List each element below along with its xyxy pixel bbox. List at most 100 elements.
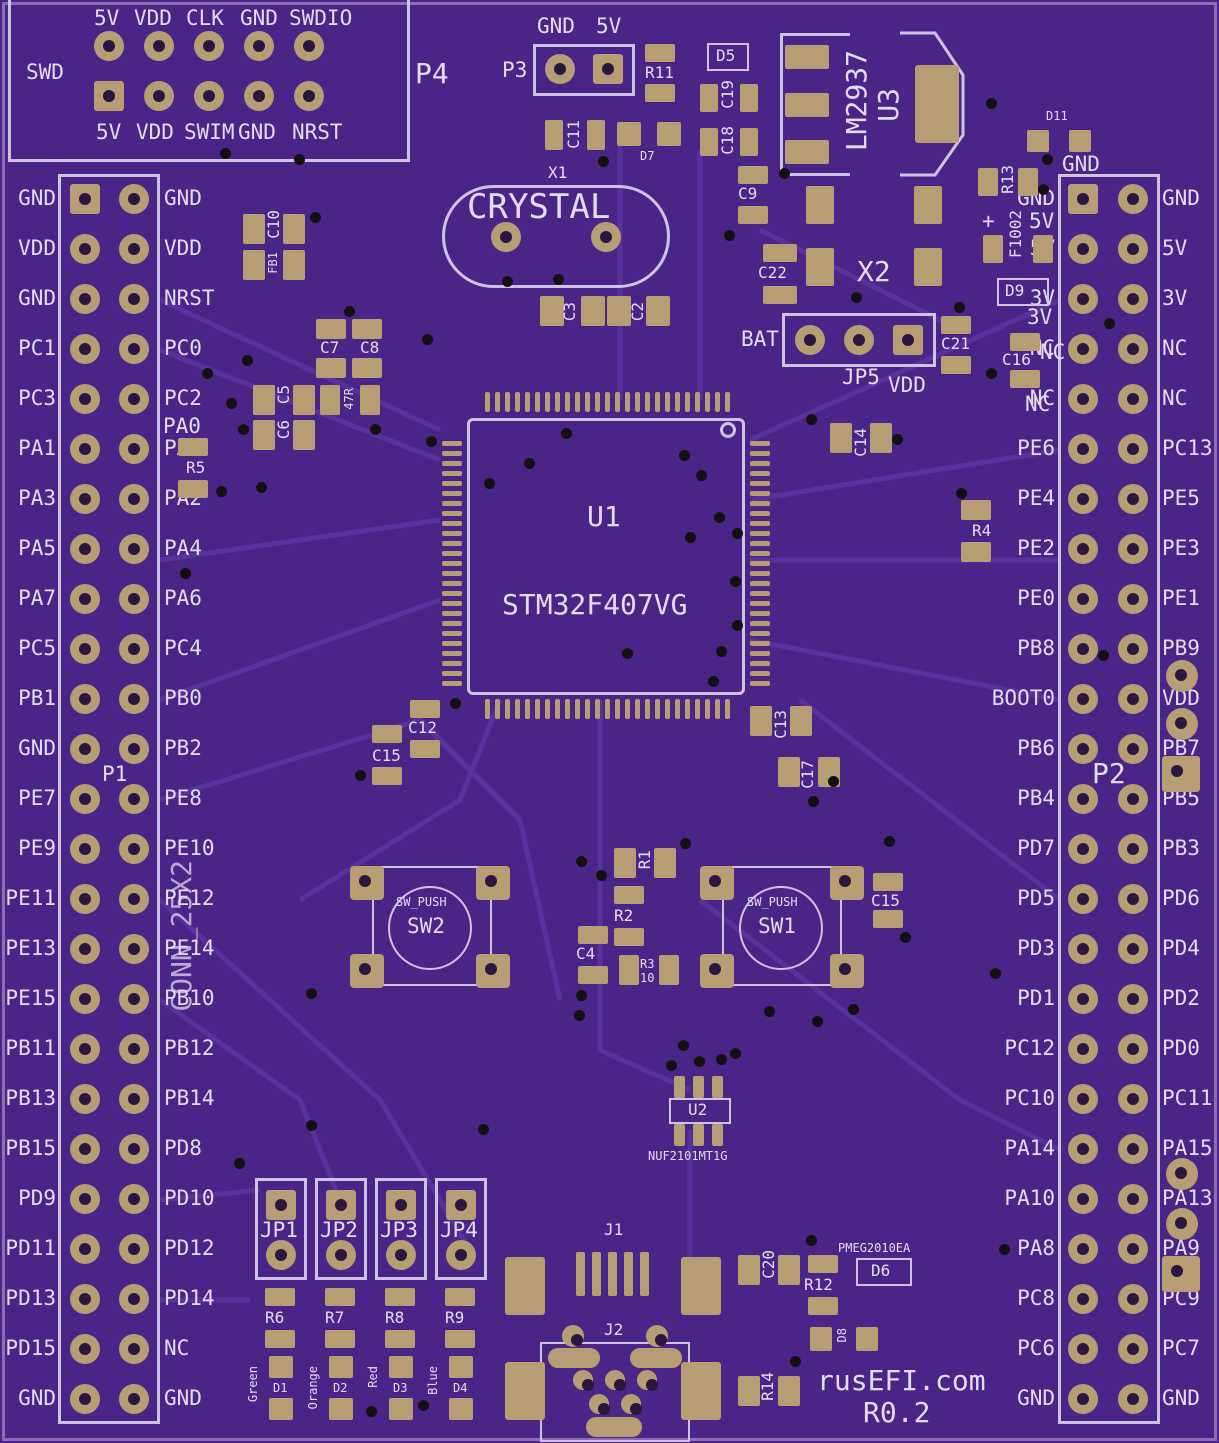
c5-label: C5	[274, 385, 293, 405]
jumper-pin[interactable]	[386, 1190, 416, 1220]
mcu-pin	[645, 699, 650, 719]
swd-pin	[294, 31, 324, 61]
via	[1038, 184, 1049, 195]
c6-label: C6	[274, 420, 293, 440]
mcu-pin	[615, 392, 620, 412]
p2-left-pin-label: PE4	[1017, 486, 1055, 510]
p2-pin	[1068, 734, 1098, 764]
jumper-pin[interactable]	[266, 1190, 296, 1220]
sw1-pad[interactable]	[700, 866, 734, 900]
sw2-button[interactable]	[388, 886, 472, 970]
p2-pin	[1068, 384, 1098, 414]
mcu-pin	[515, 699, 520, 719]
p1-pin	[119, 634, 149, 664]
mcu-pin	[665, 699, 670, 719]
resistor-pad	[385, 1330, 415, 1348]
x2-pad	[914, 186, 942, 224]
sw2-pad[interactable]	[476, 866, 510, 900]
jumper-pin[interactable]	[266, 1240, 296, 1270]
r11-label: R11	[645, 63, 674, 82]
mcu-pin	[665, 392, 670, 412]
component-pad	[178, 438, 208, 456]
r4-label: R4	[972, 521, 992, 540]
mcu-pin	[585, 392, 590, 412]
r2-label: R2	[614, 906, 634, 925]
via	[851, 292, 862, 303]
component-pad	[740, 128, 758, 156]
regulator-pin	[785, 140, 829, 164]
via	[238, 424, 249, 435]
via	[202, 368, 213, 379]
d6-ref: D6	[871, 1261, 891, 1280]
sw1-button[interactable]	[739, 886, 823, 970]
crystal-outline	[442, 185, 670, 288]
component-pad	[607, 296, 631, 326]
sw1-pad[interactable]	[830, 866, 864, 900]
r5-label: R5	[186, 458, 206, 477]
mcu-pin	[605, 392, 610, 412]
p1-left-pin-label: PA1	[18, 436, 56, 460]
regulator-ref: U3	[872, 88, 905, 122]
led-resistor-label: R6	[265, 1308, 285, 1327]
jumper-pin[interactable]	[446, 1190, 476, 1220]
p1-left-pin-label: PD13	[5, 1286, 56, 1310]
via	[828, 776, 839, 787]
jumper-pin[interactable]	[326, 1190, 356, 1220]
jumper-pin[interactable]	[446, 1240, 476, 1270]
p1-right-pin-label: PB2	[164, 736, 202, 760]
via	[999, 1244, 1010, 1255]
sw2-pad[interactable]	[476, 954, 510, 988]
p1-pin	[119, 934, 149, 964]
mcu-pin	[705, 392, 710, 412]
p2-right-pin-label: PC13	[1162, 436, 1213, 460]
p2-left-pin-label: PD1	[1017, 986, 1055, 1010]
p1-pin	[70, 1234, 100, 1264]
p2-pin	[1068, 1284, 1098, 1314]
component-pad	[545, 120, 563, 150]
mcu-pin	[675, 699, 680, 719]
via	[596, 870, 607, 881]
p2-pin	[1118, 884, 1148, 914]
sw1-pad[interactable]	[830, 954, 864, 988]
component-pad	[283, 250, 305, 280]
sw2-pad[interactable]	[350, 866, 384, 900]
component-pad	[293, 420, 315, 450]
swd-pin	[94, 31, 124, 61]
mcu-pin	[442, 601, 462, 606]
mcu-pin	[575, 392, 580, 412]
via	[986, 98, 997, 109]
p1-right-pin-label: VDD	[164, 236, 202, 260]
side-test-pad	[1166, 660, 1198, 692]
p1-pin	[70, 1134, 100, 1164]
via	[724, 230, 735, 241]
component-pad	[372, 725, 402, 743]
component-pad	[581, 296, 605, 326]
swd-bottom-label-4: GND	[238, 120, 276, 144]
p1-pin	[119, 1084, 149, 1114]
sw1-pad[interactable]	[700, 954, 734, 988]
p2-left-pin-label: PD7	[1017, 836, 1055, 860]
p2-left-pin-label: GND	[1017, 1386, 1055, 1410]
usb-hole	[605, 1370, 626, 1391]
jumper-pin[interactable]	[326, 1240, 356, 1270]
led-pad	[389, 1398, 413, 1420]
r1-label: R1	[635, 850, 654, 870]
mcu-pin	[750, 641, 770, 646]
mcu-pin	[750, 591, 770, 596]
jumper-pin[interactable]	[386, 1240, 416, 1270]
p1-pin	[119, 784, 149, 814]
x2-pad	[806, 186, 834, 224]
p1-left-pin-label: PB11	[5, 1036, 56, 1060]
p2-pin	[1068, 1234, 1098, 1264]
mcu-pin	[442, 491, 462, 496]
via	[370, 424, 381, 435]
p2-pin	[1068, 984, 1098, 1014]
mcu-pin	[750, 581, 770, 586]
j1-ref: J1	[604, 1220, 624, 1239]
swd-label: SWD	[26, 60, 64, 84]
mcu-pin	[555, 392, 560, 412]
sw2-pad[interactable]	[350, 954, 384, 988]
p1-pin	[119, 1134, 149, 1164]
p1-right-pin-label: PA6	[164, 586, 202, 610]
